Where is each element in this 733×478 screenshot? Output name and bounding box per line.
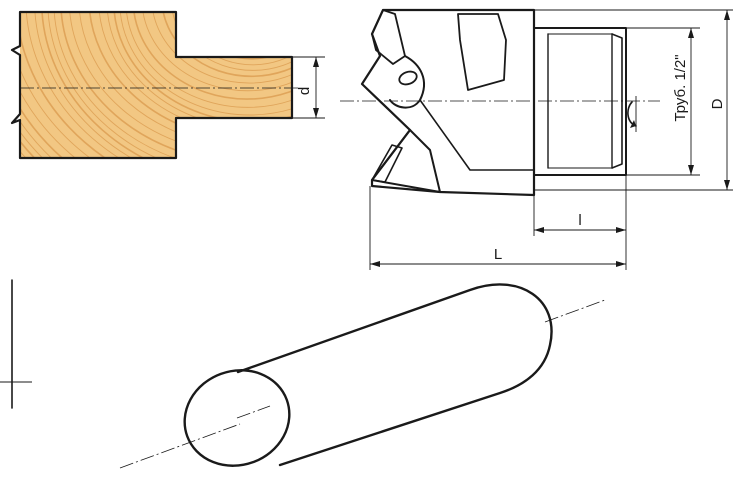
cylinder-axis-center xyxy=(236,405,271,419)
label-D: D xyxy=(709,98,726,109)
wood-ring xyxy=(191,12,292,53)
label-L: L xyxy=(494,246,502,263)
cylinder-axis-right xyxy=(544,299,606,323)
cylinder-axis-left xyxy=(119,423,241,469)
wood-ring xyxy=(132,12,292,100)
wood-ring xyxy=(119,12,292,116)
upper-inner-facet xyxy=(457,13,507,91)
label-thread: Труб. 1/2" xyxy=(672,54,689,121)
wood-ring xyxy=(125,12,292,108)
wood-ring xyxy=(204,12,290,37)
wood-ring xyxy=(161,12,292,78)
wood-profile: d xyxy=(10,0,325,160)
wood-ring xyxy=(170,12,292,71)
shank-chamfer xyxy=(611,33,623,169)
wood-ring xyxy=(184,12,292,60)
wood-ring xyxy=(151,12,292,84)
lower-facet xyxy=(371,144,403,183)
left-edge-mark xyxy=(0,279,32,409)
blade-edge xyxy=(361,83,535,171)
threaded-shank xyxy=(533,27,627,176)
cutter-body xyxy=(360,8,536,197)
cylinder-body xyxy=(236,283,553,467)
wood-ring xyxy=(214,12,282,28)
wood-ring xyxy=(178,12,292,66)
label-d: d xyxy=(296,87,313,95)
cylinder-blank xyxy=(119,283,606,469)
chip-gullet xyxy=(389,55,425,109)
wood-ring xyxy=(233,12,271,15)
wood-ring xyxy=(224,12,276,21)
rotation-arrow-icon xyxy=(627,96,637,132)
wood-ring xyxy=(141,12,292,92)
wood-fill xyxy=(20,12,292,158)
insert-screw xyxy=(398,70,418,86)
cutter-body-outline xyxy=(360,8,536,197)
wood-ring xyxy=(197,12,292,45)
wood-ring xyxy=(244,0,262,8)
upper-facet xyxy=(371,9,406,65)
label-l: l xyxy=(578,212,581,229)
cutter-side-view: D Труб. 1/2" l L xyxy=(340,8,733,270)
wood-outline xyxy=(10,10,294,160)
cylinder-end-face xyxy=(183,369,291,467)
